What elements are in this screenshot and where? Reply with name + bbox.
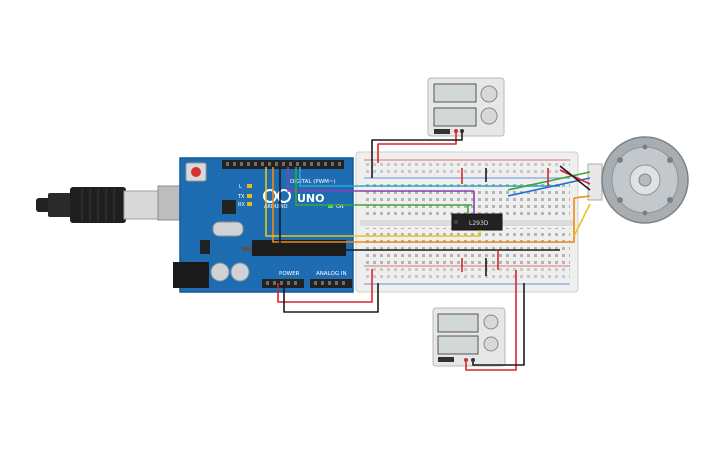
wire-blue-motor [507,177,591,197]
capacitor-2 [230,262,250,282]
arduino-logo-text: ARDUINO [264,204,288,210]
current-knob-bottom[interactable] [483,336,499,352]
wire-red-bottom-supply [465,270,517,371]
wire-green-motor [507,171,591,191]
terminal-strip-top [364,182,570,218]
dc-power-jack [173,262,209,288]
motor-shaft [638,173,652,187]
current-display-bottom [437,335,479,355]
dc-motor[interactable] [587,136,689,224]
wire-orange-motor [573,195,591,199]
wire-black-motor [559,165,591,191]
wire-black-bottom-supply [472,283,525,366]
usb-cable-metal-connector [123,190,161,220]
analog-label: ANALOG IN [316,271,347,277]
wires [265,132,591,371]
voltage-regulator [200,240,210,254]
wire-black-gnd [283,283,379,313]
wire-yellow-pin [265,167,481,237]
atmega-chip [252,240,346,256]
terminal-strip-bottom [364,228,570,264]
wire-red-5v [277,269,373,303]
power-supply-bottom[interactable] [432,307,506,367]
usb-cable-strain-relief [48,193,72,217]
tx-label: TX [237,194,245,200]
wire-black-long [279,167,560,251]
usb-controller-chip [222,200,236,214]
output-switch-bottom[interactable] [438,357,454,362]
wire-black-top-supply [371,132,463,178]
voltage-knob-bottom[interactable] [483,314,499,330]
wire-cyan-pin [299,167,560,187]
tx-led [247,194,252,198]
top-power-rail [364,162,570,176]
output-switch-top[interactable] [434,129,450,134]
motor-terminal-block [587,163,603,201]
arduino-infinity-icon [263,189,291,203]
rx-label: RX [238,202,245,208]
wire-green-pin [295,167,472,206]
power-label: POWER [279,271,300,277]
arduino-uno-board[interactable]: L TX RX ON DIGITAL (PWM~) UNO ARDUINO PO… [173,157,354,293]
reset-button-cap [191,167,201,177]
crystal-oscillator [212,221,244,237]
l-led [247,184,252,188]
power-supply-top[interactable] [427,77,505,137]
on-led [328,204,333,208]
current-knob-top[interactable] [480,107,498,125]
capacitor-1 [210,262,230,282]
bottom-power-rail [364,268,570,282]
uno-logo-text: UNO [297,192,325,205]
wire-orange-pin [272,167,575,243]
l-label: L [239,184,242,190]
wire-yellow-motor [573,203,591,237]
voltage-display-bottom [437,313,479,333]
l293d-label: L293D [469,220,489,227]
voltage-knob-top[interactable] [480,85,498,103]
rx-led [247,202,252,206]
wire-red-top-supply [377,132,457,163]
voltage-display-top [433,83,477,103]
usb-cable-plug-end [36,198,50,212]
wire-purple-pin [287,167,474,192]
l293d-chip[interactable]: L293D [451,213,503,231]
digital-label: DIGITAL (PWM~) [290,179,336,185]
on-label: ON [336,204,344,210]
current-display-top [433,107,477,127]
usb-cable[interactable] [36,185,203,223]
